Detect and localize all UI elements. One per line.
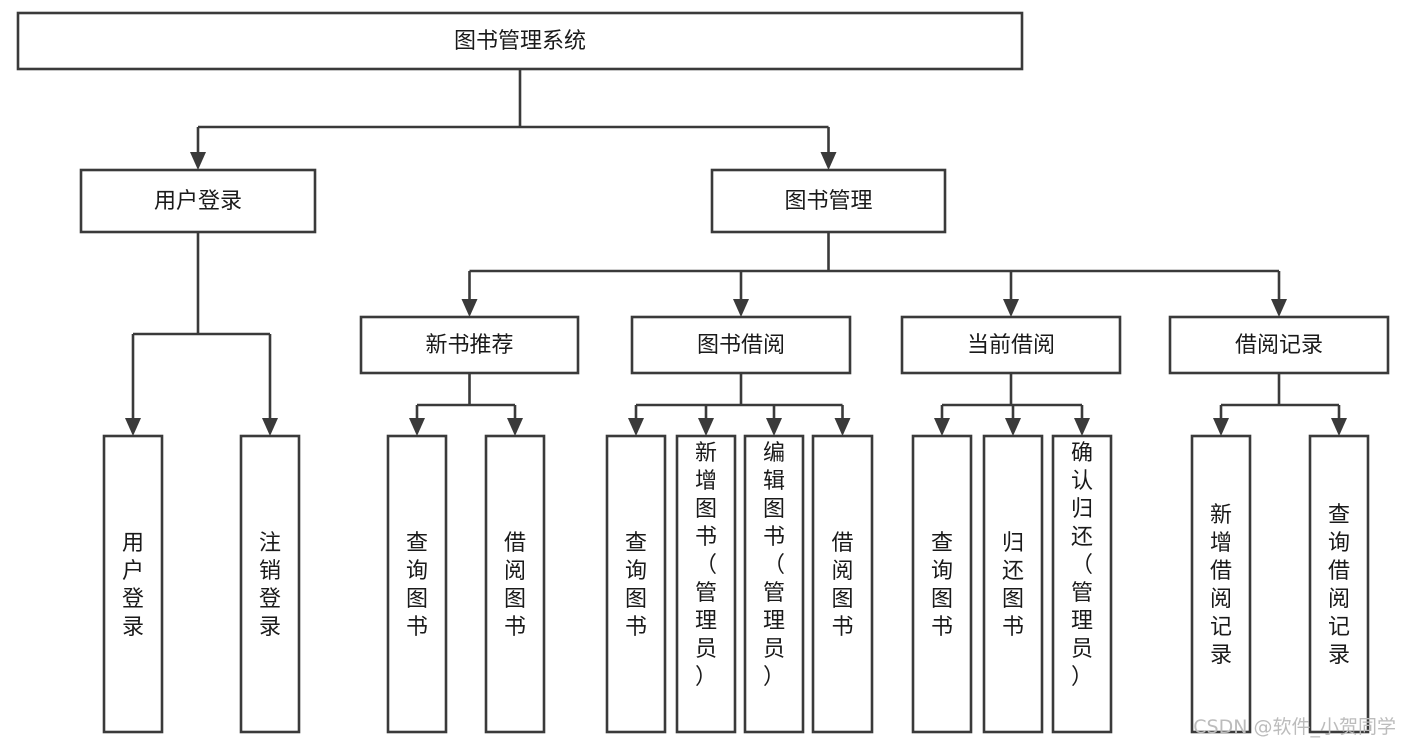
arrow-head — [190, 152, 206, 170]
node-label-new-book-recommend: 新书推荐 — [425, 333, 513, 358]
node-label-leaf-logout: 注销登录 — [259, 531, 281, 640]
node-leaf-user-login[interactable]: 用户登录 — [102, 434, 164, 734]
node-label-user-login: 用户登录 — [154, 189, 242, 214]
node-leaf-confirm-return[interactable]: 确认归还（管理员） — [1051, 434, 1113, 734]
node-leaf-query-book-3[interactable]: 查询图书 — [911, 434, 973, 734]
node-label-book-manage: 图书管理 — [784, 189, 872, 214]
arrow-head — [733, 299, 749, 317]
arrow-head — [461, 299, 478, 317]
node-user-login[interactable]: 用户登录 — [79, 168, 317, 234]
arrow-head — [1003, 299, 1019, 317]
node-label-leaf-borrow-book-2: 借阅图书 — [831, 531, 853, 640]
node-leaf-add-record[interactable]: 新增借阅记录 — [1190, 434, 1252, 734]
node-book-borrow[interactable]: 图书借阅 — [630, 315, 852, 375]
csdn-watermark: CSDN @软件_小贺同学 — [1193, 716, 1396, 738]
node-leaf-query-record[interactable]: 查询借阅记录 — [1308, 434, 1370, 734]
node-label-leaf-edit-book: 编辑图书（管理员） — [763, 441, 785, 690]
node-label-leaf-confirm-return: 确认归还（管理员） — [1071, 441, 1093, 690]
node-label-leaf-add-record: 新增借阅记录 — [1210, 503, 1232, 668]
node-label-leaf-return-book: 归还图书 — [1002, 531, 1024, 640]
node-box-user-login[interactable] — [79, 168, 317, 234]
node-box-leaf-edit-book[interactable] — [743, 434, 805, 734]
arrow-head — [1074, 418, 1090, 436]
node-label-leaf-query-book-2: 查询图书 — [625, 531, 647, 640]
node-leaf-return-book[interactable]: 归还图书 — [982, 434, 1044, 734]
node-label-leaf-user-login: 用户登录 — [122, 531, 144, 640]
node-borrow-record[interactable]: 借阅记录 — [1168, 315, 1390, 375]
node-root[interactable]: 图书管理系统 — [16, 11, 1024, 71]
node-label-leaf-borrow-book-1: 借阅图书 — [504, 531, 526, 640]
node-label-leaf-query-book-3: 查询图书 — [931, 531, 953, 640]
node-leaf-logout[interactable]: 注销登录 — [239, 434, 301, 734]
node-box-root[interactable] — [16, 11, 1024, 71]
arrow-head — [766, 418, 782, 436]
node-box-leaf-query-record[interactable] — [1308, 434, 1370, 734]
node-label-current-borrow: 当前借阅 — [967, 333, 1055, 358]
arrow-head — [1213, 418, 1229, 436]
node-leaf-borrow-book-2[interactable]: 借阅图书 — [811, 434, 874, 734]
node-label-book-borrow: 图书借阅 — [697, 333, 785, 358]
node-box-book-borrow[interactable] — [630, 315, 852, 375]
node-leaf-add-book[interactable]: 新增图书（管理员） — [675, 434, 737, 734]
node-leaf-query-book-1[interactable]: 查询图书 — [386, 434, 448, 734]
arrow-head — [834, 418, 851, 436]
node-box-leaf-return-book[interactable] — [982, 434, 1044, 734]
arrow-head — [1271, 299, 1287, 317]
node-box-book-manage[interactable] — [710, 168, 947, 234]
node-box-leaf-query-book-2[interactable] — [605, 434, 667, 734]
arrow-head — [628, 418, 644, 436]
arrow-head — [1331, 418, 1347, 436]
arrow-head — [409, 418, 425, 436]
node-box-leaf-query-book-1[interactable] — [386, 434, 448, 734]
node-layer: 图书管理系统用户登录图书管理新书推荐图书借阅当前借阅借阅记录用户登录注销登录查询… — [16, 11, 1390, 734]
node-box-leaf-add-record[interactable] — [1190, 434, 1252, 734]
node-leaf-edit-book[interactable]: 编辑图书（管理员） — [743, 434, 805, 734]
node-box-new-book-recommend[interactable] — [359, 315, 580, 375]
node-current-borrow[interactable]: 当前借阅 — [900, 315, 1122, 375]
arrow-head — [1005, 418, 1021, 436]
arrow-head — [820, 152, 837, 170]
arrow-head — [507, 418, 523, 436]
connector-layer — [125, 69, 1347, 436]
node-book-manage[interactable]: 图书管理 — [710, 168, 947, 234]
node-box-borrow-record[interactable] — [1168, 315, 1390, 375]
node-box-current-borrow[interactable] — [900, 315, 1122, 375]
arrow-head — [934, 418, 950, 436]
node-box-leaf-query-book-3[interactable] — [911, 434, 973, 734]
node-box-leaf-borrow-book-2[interactable] — [811, 434, 874, 734]
node-label-leaf-query-book-1: 查询图书 — [406, 531, 428, 640]
node-box-leaf-user-login[interactable] — [102, 434, 164, 734]
arrow-head — [262, 418, 278, 436]
node-box-leaf-add-book[interactable] — [675, 434, 737, 734]
arrow-head — [125, 418, 141, 436]
node-label-leaf-query-record: 查询借阅记录 — [1328, 503, 1350, 668]
arrow-head — [698, 418, 714, 436]
node-label-leaf-add-book: 新增图书（管理员） — [695, 441, 717, 690]
node-box-leaf-logout[interactable] — [239, 434, 301, 734]
node-label-root: 图书管理系统 — [454, 29, 586, 54]
node-box-leaf-confirm-return[interactable] — [1051, 434, 1113, 734]
node-new-book-recommend[interactable]: 新书推荐 — [359, 315, 580, 375]
node-label-borrow-record: 借阅记录 — [1235, 333, 1323, 358]
node-leaf-borrow-book-1[interactable]: 借阅图书 — [484, 434, 546, 734]
node-leaf-query-book-2[interactable]: 查询图书 — [605, 434, 667, 734]
node-box-leaf-borrow-book-1[interactable] — [484, 434, 546, 734]
